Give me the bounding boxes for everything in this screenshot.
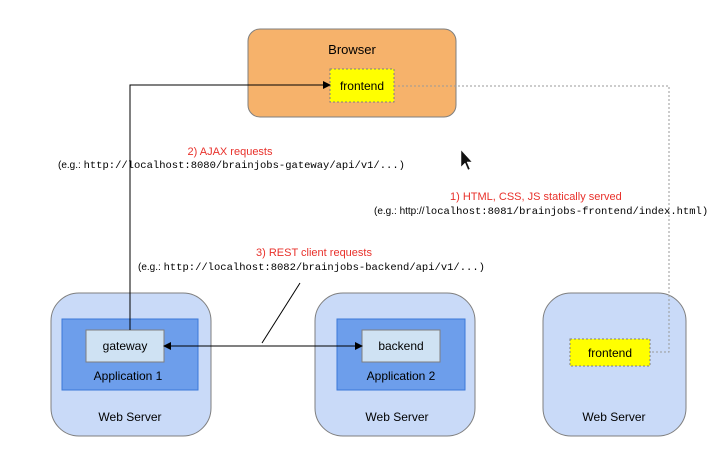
cursor-icon: [460, 149, 473, 171]
backend-box: [361, 329, 441, 363]
web-server-2: backend Application 2 Web Server: [314, 292, 476, 437]
static-example: (e.g.: http://localhost:8081/brainjobs-f…: [374, 206, 708, 218]
gateway-label: gateway: [103, 339, 148, 353]
browser-frontend-box: [329, 68, 395, 103]
rest-label: 3) REST client requests: [256, 247, 372, 259]
ajax-connector: [129, 81, 331, 330]
static-label: 1) HTML, CSS, JS statically served: [450, 191, 622, 203]
server-frontend-box: [569, 338, 651, 367]
web-server-3: frontend Web Server: [542, 292, 687, 437]
ajax-label: 2) AJAX requests: [188, 146, 273, 158]
web-server-2-label: Web Server: [365, 410, 428, 424]
browser-frontend-label: frontend: [340, 79, 384, 93]
browser-node: Browser frontend: [247, 28, 457, 118]
server-frontend-label: frontend: [588, 346, 632, 360]
web-server-3-label: Web Server: [582, 410, 645, 424]
rest-pointer-line: [261, 282, 301, 344]
static-annotation: 1) HTML, CSS, JS statically served (e.g.…: [374, 191, 708, 218]
web-server-1-label: Web Server: [98, 410, 161, 424]
backend-label: backend: [378, 339, 423, 353]
ajax-annotation: 2) AJAX requests (e.g.: http://localhost…: [58, 146, 405, 172]
rest-example: (e.g.: http://localhost:8082/brainjobs-b…: [138, 262, 485, 274]
rest-annotation: 3) REST client requests (e.g.: http://lo…: [138, 247, 485, 274]
ajax-example: (e.g.: http://localhost:8080/brainjobs-g…: [58, 160, 405, 172]
web-server-1: gateway Application 1 Web Server: [50, 292, 212, 437]
browser-title: Browser: [328, 42, 376, 57]
static-serve-connector: [394, 85, 670, 353]
application-2-label: Application 2: [367, 369, 436, 383]
application-1-label: Application 1: [94, 369, 163, 383]
